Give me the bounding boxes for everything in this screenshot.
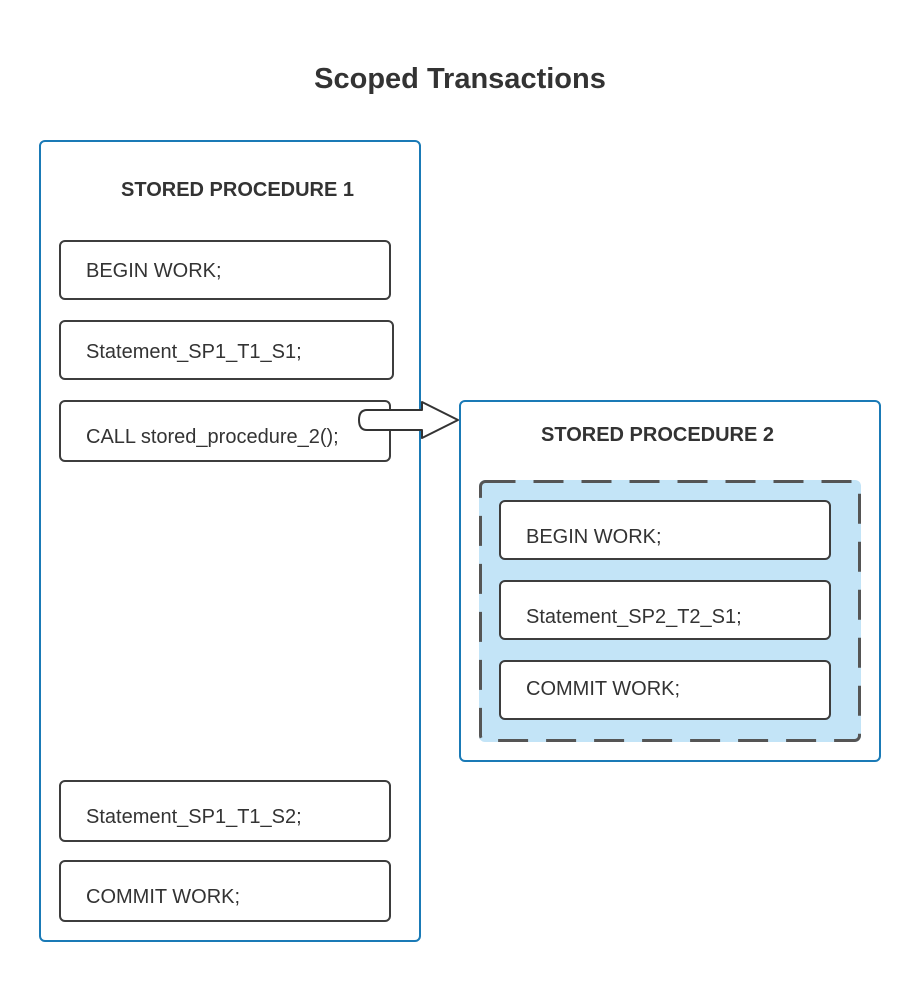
sp1-statement-s1: Statement_SP1_T1_S1; (59, 320, 394, 380)
transaction-scope-dashed-border (479, 480, 861, 742)
diagram-title: Scoped Transactions (314, 63, 606, 95)
sp1-statement-s2: Statement_SP1_T1_S2; (59, 780, 391, 842)
sp1-commit-work-statement: COMMIT WORK; (59, 860, 391, 922)
sp1-begin-work-statement: BEGIN WORK; (59, 240, 391, 300)
stored-procedure-1-title: STORED PROCEDURE 1 (121, 179, 355, 201)
sp2-statement-s1: Statement_SP2_T2_S1; (499, 580, 831, 640)
sp2-begin-work-statement: BEGIN WORK; (499, 500, 831, 560)
sp2-commit-work-statement: COMMIT WORK; (499, 660, 831, 720)
sp1-call-statement: CALL stored_procedure_2(); (59, 400, 391, 462)
stored-procedure-2-title: STORED PROCEDURE 2 (541, 424, 775, 446)
